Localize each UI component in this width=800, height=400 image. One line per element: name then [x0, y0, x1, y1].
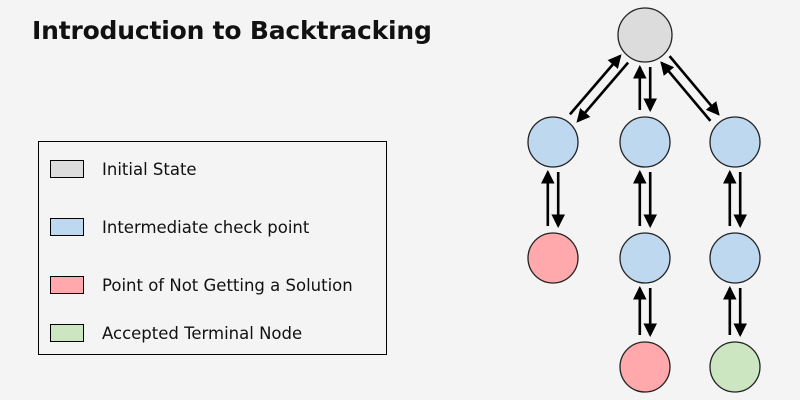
legend-item-accepted: Accepted Terminal Node	[50, 322, 302, 344]
legend-label-failure: Point of Not Getting a Solution	[102, 275, 353, 295]
edge-root-to-level1-left-forward-arrow	[576, 61, 630, 123]
page-title: Introduction to Backtracking	[32, 16, 432, 45]
legend-swatch-intermediate	[50, 218, 84, 236]
edges-layer	[541, 54, 747, 338]
node-level1-left[interactable]	[527, 116, 579, 168]
node-root-initial-state[interactable]	[617, 7, 673, 63]
legend-swatch-initial-state	[50, 160, 84, 178]
node-level1-middle[interactable]	[619, 116, 671, 168]
node-level3-right-accepted[interactable]	[709, 341, 761, 393]
edge-root-to-level1-right-backtrack-arrow	[660, 61, 712, 122]
node-level2-left-fail[interactable]	[527, 232, 579, 284]
legend-item-initial-state: Initial State	[50, 158, 197, 180]
legend-panel: Initial State Intermediate check point P…	[38, 141, 387, 355]
legend-label-initial-state: Initial State	[102, 159, 197, 179]
legend-item-failure: Point of Not Getting a Solution	[50, 274, 353, 296]
node-level2-right[interactable]	[709, 232, 761, 284]
legend-swatch-failure	[50, 276, 84, 294]
node-level1-right[interactable]	[709, 116, 761, 168]
legend-swatch-accepted	[50, 324, 84, 342]
node-level3-middle-fail[interactable]	[619, 341, 671, 393]
legend-label-accepted: Accepted Terminal Node	[102, 323, 303, 343]
nodes-layer	[527, 7, 761, 393]
legend-label-intermediate: Intermediate check point	[102, 217, 310, 237]
edge-root-to-level1-right-forward-arrow	[668, 55, 720, 116]
node-level2-middle[interactable]	[619, 232, 671, 284]
legend-item-intermediate: Intermediate check point	[50, 216, 309, 238]
edge-root-to-level1-left-backtrack-arrow	[568, 54, 622, 116]
